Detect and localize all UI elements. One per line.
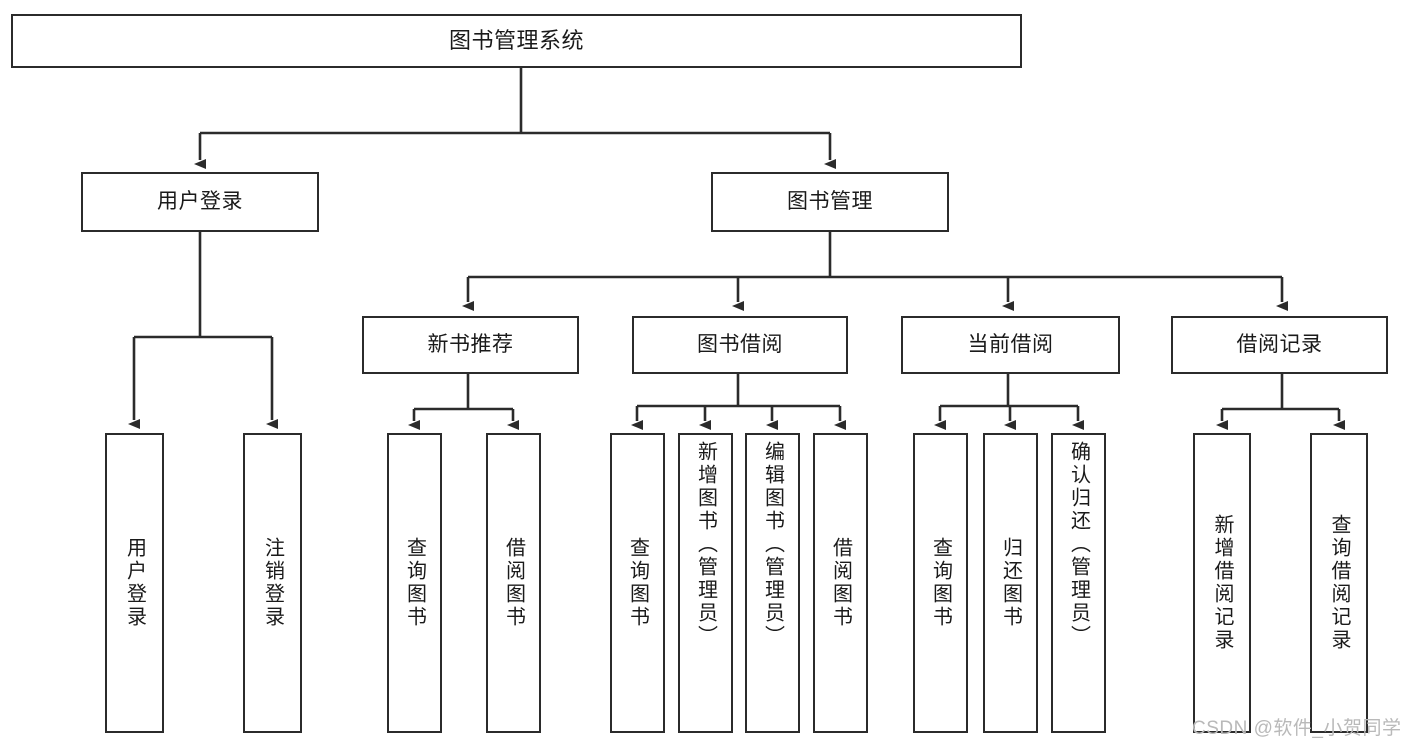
node-label: 用户登录 — [123, 537, 146, 629]
node-label: 编辑图书（管理员） — [761, 441, 784, 648]
node-label: 图书管理 — [787, 189, 873, 213]
node-label: 查询图书 — [626, 537, 649, 629]
node-borrow-records[interactable]: 借阅记录 — [1171, 316, 1388, 374]
leaf-return-books[interactable]: 归还图书 — [983, 433, 1038, 733]
leaf-borrow-books[interactable]: 借阅图书 — [813, 433, 868, 733]
leaf-borrow-books-recommend[interactable]: 借阅图书 — [486, 433, 541, 733]
leaf-user-login[interactable]: 用户登录 — [105, 433, 164, 733]
leaf-edit-book-admin[interactable]: 编辑图书（管理员） — [745, 433, 800, 733]
node-label: 借阅记录 — [1236, 332, 1323, 356]
node-label: 注销登录 — [261, 537, 284, 629]
leaf-query-books-recommend[interactable]: 查询图书 — [387, 433, 442, 733]
node-label: 新书推荐 — [427, 332, 514, 356]
node-current-borrowing[interactable]: 当前借阅 — [901, 316, 1120, 374]
leaf-query-books-borrowing[interactable]: 查询图书 — [610, 433, 665, 733]
leaf-add-book-admin[interactable]: 新增图书（管理员） — [678, 433, 733, 733]
node-label: 新增借阅记录 — [1211, 514, 1233, 652]
node-label: 借阅图书 — [502, 537, 525, 629]
node-label: 查询图书 — [403, 537, 426, 629]
node-label: 借阅图书 — [829, 537, 852, 629]
leaf-query-borrow-record[interactable]: 查询借阅记录 — [1310, 433, 1368, 733]
node-root-book-management-system[interactable]: 图书管理系统 — [11, 14, 1022, 68]
node-book-borrowing[interactable]: 图书借阅 — [632, 316, 848, 374]
node-user-login[interactable]: 用户登录 — [81, 172, 319, 232]
node-label: 确认归还（管理员） — [1067, 441, 1090, 648]
node-label: 图书管理系统 — [448, 28, 584, 54]
node-label: 当前借阅 — [967, 332, 1054, 356]
leaf-add-borrow-record[interactable]: 新增借阅记录 — [1193, 433, 1251, 733]
node-new-book-recommendation[interactable]: 新书推荐 — [362, 316, 579, 374]
node-label: 新增图书（管理员） — [694, 441, 717, 648]
node-label: 归还图书 — [999, 537, 1022, 629]
leaf-confirm-return-admin[interactable]: 确认归还（管理员） — [1051, 433, 1106, 733]
leaf-query-books-current[interactable]: 查询图书 — [913, 433, 968, 733]
leaf-logout[interactable]: 注销登录 — [243, 433, 302, 733]
node-book-management[interactable]: 图书管理 — [711, 172, 949, 232]
node-label: 图书借阅 — [697, 332, 783, 356]
node-label: 查询借阅记录 — [1328, 514, 1350, 652]
node-label: 查询图书 — [929, 537, 952, 629]
node-label: 用户登录 — [157, 189, 243, 213]
